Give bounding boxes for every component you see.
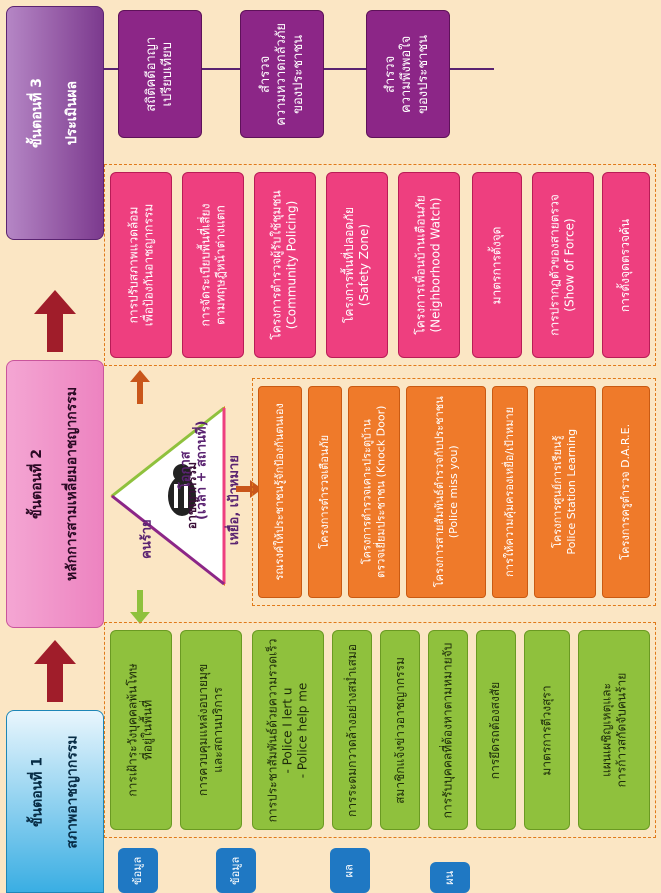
orange-item-label: การให้ความคุ้มครองเหยื่อ/เป้าหมาย [503, 407, 517, 577]
pink-item: การจัดระเบียบพื้นที่เสี่ยง ตามทฤษฎีหน้าต… [182, 172, 244, 358]
step2-text: ขั้นตอนที่ 2 หลักการสามเหลี่ยมอาชญากรรม [11, 387, 99, 601]
green-item-label: การรับบุคคลที่ต้องหาตามหมายจับ [440, 642, 455, 818]
orange-item: การให้ความคุ้มครองเหยื่อ/เป้าหมาย [492, 386, 528, 598]
pink-item: โครงการพื้นที่ปลอดภัย (Safety Zone) [326, 172, 388, 358]
green-item: การระดมกวาดล้างอย่างสม่ำเสมอ [332, 630, 372, 830]
pink-item: โครงการเพื่อนบ้านเตือนภัย (Neighborhood … [398, 172, 460, 358]
step1-text: ขั้นตอนที่ 1 สภาพอาชญากรรม [11, 735, 99, 868]
step2-title: ขั้นตอนที่ 2 [28, 449, 45, 520]
triangle-left-text: คนร้าย [139, 519, 155, 559]
crime-triangle [110, 405, 226, 587]
pink-item-label: การตั้งจุดตรวจค้น [618, 218, 633, 312]
step1-item: ข้อมูล [216, 848, 256, 893]
orange-group-frame [252, 378, 656, 606]
green-group-frame [104, 622, 656, 838]
step1-item: ข้อมูล [118, 848, 158, 893]
step3-header: ขั้นตอนที่ 3 ประเมินผล [6, 6, 104, 240]
step1-item-label: ข้อมูล [131, 856, 145, 885]
step3-title: ขั้นตอนที่ 3 [28, 78, 45, 149]
purple-item: สำรวจ ความหวาดกลัวภัย ของประชาชน [240, 10, 324, 138]
pink-item-label: การจัดระเบียบพื้นที่เสี่ยง ตามทฤษฎีหน้าต… [198, 203, 227, 327]
green-item-label: การระดมกวาดล้างอย่างสม่ำเสมอ [344, 643, 359, 817]
triangle-bottom-label: เหยื่อ, เป้าหมาย [220, 440, 250, 560]
green-item: การควบคุมแหล่งอบายมุข และสถานบริการ [180, 630, 242, 830]
orange-item-label: โครงการครูตำรวจ D.A.R.E. [619, 424, 633, 560]
orange-item-label: โครงการตำรวจเคาะประตูบ้าน ตรวจเยี่ยมประช… [360, 405, 387, 579]
step1-item-label: ผล [343, 863, 357, 878]
arrow-up-icon [130, 370, 150, 404]
triangle-bottom-text: เหยื่อ, เป้าหมาย [226, 455, 242, 545]
green-item: การเฝ้าระวังบุคคลพ้นโทษ ที่อยู่ในพื้นที่ [110, 630, 172, 830]
step1-subtitle: สภาพอาชญากรรม [63, 735, 80, 849]
green-item: มาตรการตีวงสุรา [524, 630, 570, 830]
purple-item: สถิติคดีอาญา เปรียบเทียบ [118, 10, 202, 138]
step1-item: ผล [330, 848, 370, 893]
step1-item-label: ผน [443, 870, 457, 885]
orange-item: โครงการตำรวจเตือนภัย [308, 386, 342, 598]
pink-item-label: การปรับสภาพแวดล้อม เพื่อป้องกันอาชญากรรม [126, 203, 155, 327]
pink-item: มาตรการตั้งจุด [472, 172, 522, 358]
pink-item-label: มาตรการตั้งจุด [489, 226, 504, 304]
green-item-label: การเฝ้าระวังบุคคลพ้นโทษ ที่อยู่ในพื้นที่ [126, 663, 155, 797]
orange-item: โครงการตำรวจเคาะประตูบ้าน ตรวจเยี่ยมประช… [348, 386, 400, 598]
step3-subtitle: ประเมินผล [63, 81, 80, 146]
pink-item-label: การปรากฏตัวของสายตรวจ (Show of Force) [548, 194, 578, 336]
orange-item-label: โครงการศูนย์การเรียนรู้ Police Station L… [551, 429, 579, 555]
pink-item: การปรับสภาพแวดล้อม เพื่อป้องกันอาชญากรรม [110, 172, 172, 358]
green-item: การรับบุคคลที่ต้องหาตามหมายจับ [428, 630, 468, 830]
purple-item-label: สำรวจ ความหวาดกลัวภัย ของประชาชน [257, 22, 306, 126]
arrow-up-icon [34, 290, 76, 352]
orange-item-label: โครงการตำรวจเตือนภัย [318, 435, 332, 549]
orange-item: โครงการสายสัมพันธ์ตำรวจกับประชาชน (Polic… [406, 386, 486, 598]
green-item-label: การควบคุมแหล่งอบายมุข และสถานบริการ [196, 663, 225, 797]
orange-item-label: รณรงค์ให้ประชาชนรู้จักป้องกันตนเอง [273, 403, 287, 581]
green-item: การประชาสัมพันธ์ด้วยความรวดเร็ว - Police… [252, 630, 324, 830]
pink-item-label: โครงการพื้นที่ปลอดภัย (Safety Zone) [342, 206, 372, 324]
green-item-label: มาตรการตีวงสุรา [539, 684, 554, 776]
step1-item: ผน [430, 862, 470, 893]
pink-item: การตั้งจุดตรวจค้น [602, 172, 650, 358]
orange-item: โครงการครูตำรวจ D.A.R.E. [602, 386, 650, 598]
step1-item-label: ข้อมูล [229, 856, 243, 885]
step1-header: ขั้นตอนที่ 1 สภาพอาชญากรรม [6, 710, 104, 893]
green-item-label: การประชาสัมพันธ์ด้วยความรวดเร็ว - Police… [265, 638, 310, 822]
arrow-right-icon [236, 480, 262, 498]
green-item-label: สมาชิกแจ้งข่าวอาชญากรรม [392, 656, 407, 804]
green-item: แผนเผชิญเหตุและ การก้าวสกัดจับคนร้าย [578, 630, 650, 830]
purple-item-label: สถิติคดีอาญา เปรียบเทียบ [143, 36, 175, 112]
green-item: สมาชิกแจ้งข่าวอาชญากรรม [380, 630, 420, 830]
pink-group-frame [104, 164, 656, 366]
arrow-down-icon [130, 590, 150, 624]
step2-subtitle: หลักการสามเหลี่ยมอาชญากรรม [63, 387, 80, 582]
purple-item: สำรวจ ความพึงพอใจ ของประชาชน [366, 10, 450, 138]
orange-item-label: โครงการสายสัมพันธ์ตำรวจกับประชาชน (Polic… [432, 396, 459, 588]
orange-item: โครงการศูนย์การเรียนรู้ Police Station L… [534, 386, 596, 598]
green-item-label: การยึดรถต้องสงสัย [488, 681, 503, 779]
pink-item: การปรากฏตัวของสายตรวจ (Show of Force) [532, 172, 594, 358]
step3-text: ขั้นตอนที่ 3 ประเมินผล [11, 78, 99, 168]
green-item: การยึดรถต้องสงสัย [476, 630, 516, 830]
green-item-label: แผนเผชิญเหตุและ การก้าวสกัดจับคนร้าย [599, 672, 629, 788]
pink-item: โครงการตำรวจผู้รับใช้ชุมชน (Community Po… [254, 172, 316, 358]
step2-header: ขั้นตอนที่ 2 หลักการสามเหลี่ยมอาชญากรรม [6, 360, 104, 628]
pink-item-label: โครงการเพื่อนบ้านเตือนภัย (Neighborhood … [414, 195, 444, 335]
step1-title: ขั้นตอนที่ 1 [28, 756, 45, 827]
orange-item: รณรงค์ให้ประชาชนรู้จักป้องกันตนเอง [258, 386, 302, 598]
arrow-up-icon [34, 640, 76, 702]
purple-item-label: สำรวจ ความพึงพอใจ ของประชาชน [383, 34, 432, 114]
pink-item-label: โครงการตำรวจผู้รับใช้ชุมชน (Community Po… [270, 190, 300, 340]
triangle-top-text: โอกาส (เวลา + สถานที่) [178, 420, 210, 520]
